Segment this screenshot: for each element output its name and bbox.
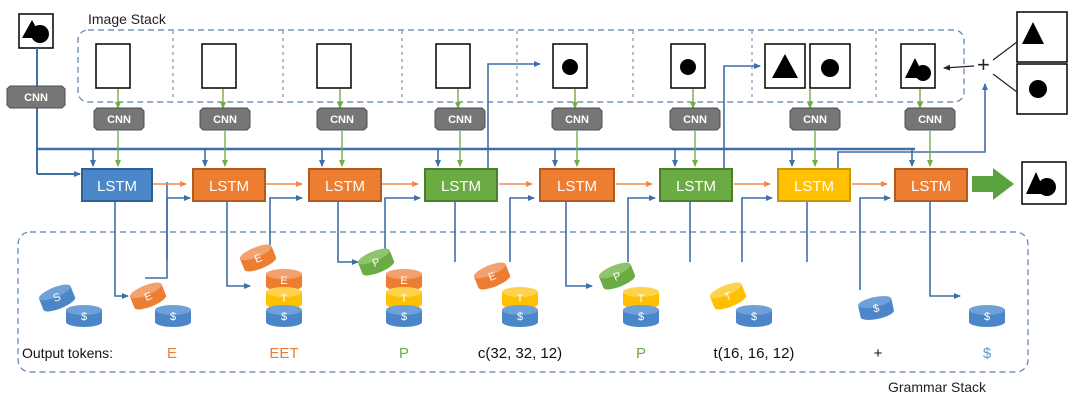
cnn-blocks: CNN CNN CNN CNN CNN CNN CNN CNN CNN (6, 85, 956, 131)
broadcast-down-arrows (90, 149, 915, 167)
svg-text:LSTM: LSTM (97, 178, 137, 195)
svg-text:$: $ (281, 311, 287, 323)
plus-to-frame-arrow (943, 64, 975, 71)
svg-text:$: $ (170, 311, 176, 323)
svg-text:T: T (401, 293, 408, 305)
token-2: EET (269, 345, 298, 362)
svg-text:E: E (400, 275, 407, 287)
svg-text:$: $ (872, 302, 880, 315)
svg-text:E: E (143, 290, 154, 304)
token-3: P (399, 345, 409, 362)
image-frame-shapes (562, 54, 931, 81)
circle-to-plus-line (992, 73, 1018, 93)
svg-text:E: E (487, 270, 498, 284)
svg-text:$: $ (638, 311, 644, 323)
svg-text:S: S (51, 291, 62, 305)
output-image (1021, 161, 1067, 205)
triangle-to-plus-line (992, 41, 1018, 61)
combined-shape-pair (1016, 11, 1068, 115)
output-tokens-label: Output tokens: (22, 345, 113, 361)
token-7: + (874, 345, 883, 362)
image-stack-label: Image Stack (88, 11, 167, 27)
svg-text:CNN: CNN (565, 114, 589, 126)
svg-text:CNN: CNN (213, 114, 237, 126)
combine-plus-sign: + (977, 52, 990, 77)
svg-text:E: E (280, 275, 287, 287)
svg-text:LSTM: LSTM (209, 178, 249, 195)
svg-text:LSTM: LSTM (441, 178, 481, 195)
svg-text:LSTM: LSTM (794, 178, 834, 195)
token-1: E (167, 345, 177, 362)
token-6: t(16, 16, 12) (714, 345, 795, 362)
svg-text:CNN: CNN (918, 114, 942, 126)
green-arrows (115, 89, 933, 167)
image-stack-region (77, 29, 965, 103)
image-frames (95, 43, 936, 89)
svg-text:LSTM: LSTM (911, 178, 951, 195)
input-image (18, 13, 54, 49)
svg-text:CNN: CNN (24, 92, 48, 104)
svg-text:LSTM: LSTM (325, 178, 365, 195)
output-arrow (972, 168, 1014, 200)
svg-text:CNN: CNN (683, 114, 707, 126)
svg-text:$: $ (517, 311, 523, 323)
svg-text:CNN: CNN (107, 114, 131, 126)
svg-text:CNN: CNN (330, 114, 354, 126)
svg-text:$: $ (984, 311, 990, 323)
grammar-stack-region (17, 231, 1029, 373)
svg-text:CNN: CNN (803, 114, 827, 126)
svg-text:T: T (281, 293, 288, 305)
svg-text:P: P (612, 270, 623, 284)
lstm-blocks: LSTM LSTM LSTM LSTM LSTM LSTM LSTM LSTM (81, 168, 968, 202)
token-5: P (636, 345, 646, 362)
svg-text:$: $ (401, 311, 407, 323)
svg-text:T: T (517, 293, 524, 305)
svg-text:T: T (638, 293, 645, 305)
grammar-stack-disks: S $ E $ E E T (38, 244, 1005, 327)
svg-text:E: E (253, 252, 264, 266)
token-8: $ (983, 345, 992, 362)
svg-text:$: $ (81, 311, 87, 323)
svg-text:P: P (371, 256, 382, 270)
svg-text:T: T (723, 290, 734, 304)
grammar-stack-label: Grammar Stack (888, 379, 987, 395)
token-4: c(32, 32, 12) (478, 345, 562, 362)
svg-text:CNN: CNN (448, 114, 472, 126)
svg-text:$: $ (751, 311, 757, 323)
svg-text:LSTM: LSTM (557, 178, 597, 195)
svg-text:LSTM: LSTM (676, 178, 716, 195)
